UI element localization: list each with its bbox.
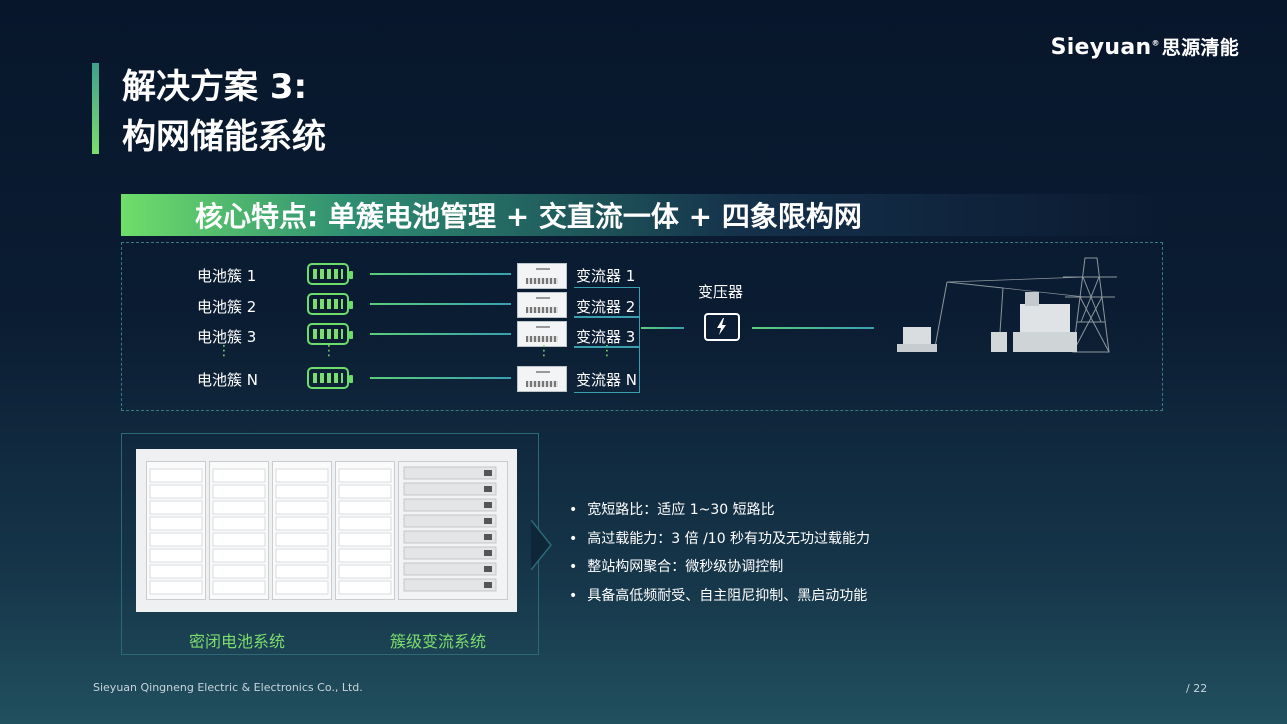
converter-unit-icon	[517, 263, 567, 289]
brand-name: Sieyuan	[1050, 35, 1152, 60]
substation-illustration	[897, 257, 1117, 353]
converter-unit-icon	[517, 366, 567, 392]
battery-icon	[307, 367, 353, 389]
footer-company: Sieyuan Qingneng Electric & Electronics …	[93, 681, 363, 694]
cluster-label-1: 电池簇 1	[197, 267, 257, 285]
page-title: 解决方案 3: 构网储能系统	[122, 62, 326, 162]
bullet-item: 宽短路比：适应 1~30 短路比	[569, 496, 870, 525]
bullet-item: 整站构网聚合：微秒级协调控制	[569, 553, 870, 582]
converter-unit-icon	[517, 321, 567, 347]
ac-bus-line	[574, 346, 639, 348]
feature-heading: 核心特点: 单簇电池管理 + 交直流一体 + 四象限构网	[195, 200, 862, 233]
cluster-label-2: 电池簇 2	[197, 298, 257, 316]
converter-unit-ellipsis: ⋮	[537, 343, 551, 359]
dc-line	[370, 303, 511, 305]
transformer-label: 变压器	[698, 283, 744, 301]
page-title-line-1: 解决方案 3:	[122, 67, 308, 107]
page-number: / 22	[1186, 682, 1208, 695]
converter-label-1: 变流器 1	[576, 267, 636, 285]
dc-line	[370, 273, 511, 275]
brand-logo: Sieyuan®思源清能	[1051, 33, 1239, 60]
cluster-ellipsis: ⋮	[217, 343, 231, 359]
bullet-item: 具备高低频耐受、自主阻尼抑制、黑启动功能	[569, 582, 870, 611]
caption-converter-system: 簇级变流系统	[390, 632, 487, 651]
brand-name-cn: 思源清能	[1161, 37, 1239, 59]
battery-ellipsis: ⋮	[322, 343, 336, 359]
ac-bus-bracket	[574, 287, 640, 393]
rack-modules	[149, 466, 497, 595]
lightning-icon	[717, 318, 726, 335]
feature-banner	[121, 194, 1163, 236]
ac-bus-line	[574, 316, 639, 318]
dc-line	[370, 333, 511, 335]
brand-registered-mark: ®	[1151, 38, 1160, 48]
battery-icon	[307, 323, 353, 345]
battery-icon	[307, 263, 353, 285]
cluster-label-n: 电池簇 N	[197, 371, 258, 389]
frame-pointer-icon	[531, 520, 552, 570]
caption-battery-system: 密闭电池系统	[189, 632, 286, 651]
topology-diagram	[121, 242, 1163, 411]
bullet-item: 高过载能力：3 倍 /10 秒有功及无功过载能力	[569, 525, 870, 554]
battery-icon	[307, 293, 353, 315]
grid-line	[752, 327, 874, 329]
dc-line	[370, 377, 511, 379]
converter-unit-icon	[517, 292, 567, 318]
cluster-label-3: 电池簇 3	[197, 328, 257, 346]
transformer-icon	[704, 313, 740, 341]
converter-label-3: 变流器 3	[576, 328, 636, 346]
converter-label-2: 变流器 2	[576, 298, 636, 316]
title-accent-bar	[92, 63, 99, 154]
ac-line	[641, 327, 684, 329]
feature-bullet-list: 宽短路比：适应 1~30 短路比 高过载能力：3 倍 /10 秒有功及无功过载能…	[569, 496, 870, 610]
converter-label-n: 变流器 N	[576, 371, 637, 389]
page-title-line-2: 构网储能系统	[122, 117, 326, 157]
